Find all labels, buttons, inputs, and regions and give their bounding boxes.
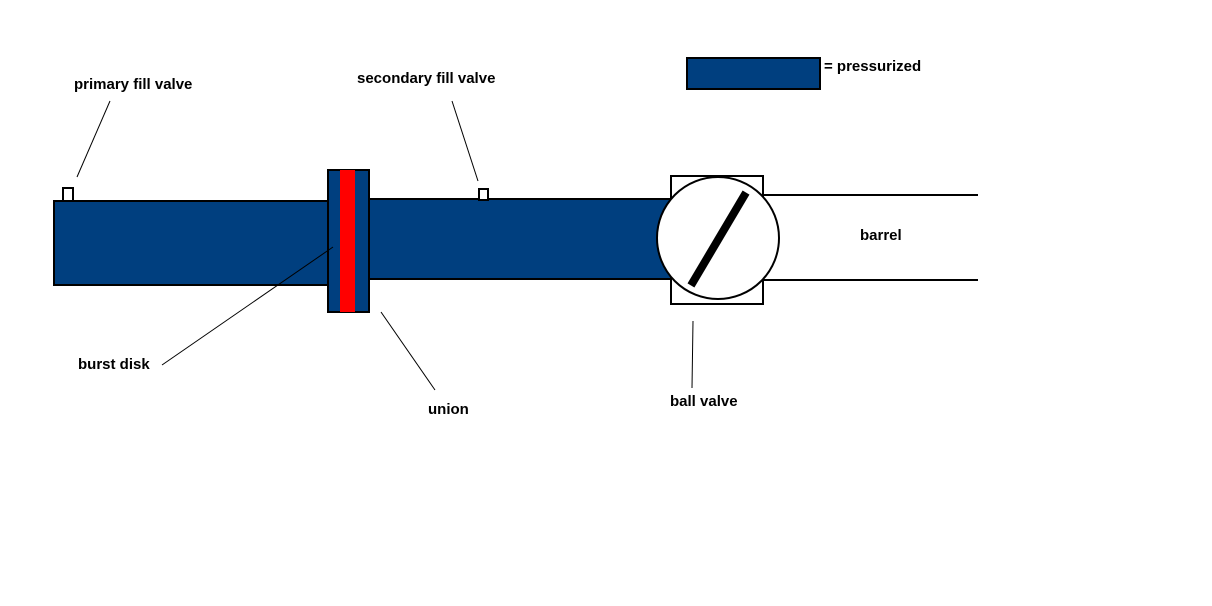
- barrel-label: barrel: [860, 227, 902, 244]
- barrel: [763, 194, 978, 281]
- primary-fill-valve: [62, 187, 74, 202]
- legend-label: = pressurized: [824, 58, 921, 75]
- secondary-chamber: [364, 198, 676, 280]
- ball-valve-leader: [691, 320, 694, 389]
- legend: = pressurized: [686, 57, 921, 90]
- union-label: union: [428, 401, 469, 418]
- burst-disk: [340, 170, 355, 312]
- secondary-fill-valve-leader: [451, 100, 479, 182]
- ball-valve-label: ball valve: [670, 393, 738, 410]
- burst-disk-leader: [161, 246, 334, 366]
- burst-disk-label: burst disk: [78, 356, 150, 373]
- legend-swatch: [686, 57, 821, 90]
- secondary-fill-valve: [478, 188, 489, 201]
- ball-valve-handle: [687, 190, 750, 288]
- primary-fill-valve-leader: [76, 100, 111, 178]
- union-leader: [380, 311, 436, 391]
- primary-fill-valve-label: primary fill valve: [74, 76, 192, 93]
- primary-chamber: [53, 200, 333, 286]
- secondary-fill-valve-label: secondary fill valve: [357, 70, 495, 87]
